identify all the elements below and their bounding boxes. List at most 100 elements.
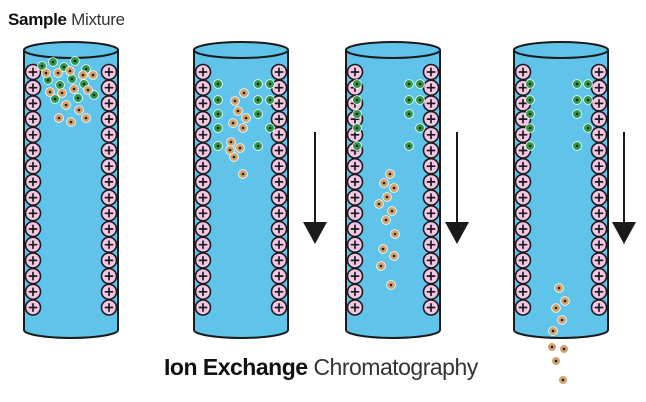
plus-bead-icon [422,189,440,206]
plus-bead-icon [422,236,440,253]
brown-ion-icon [226,137,236,147]
plus-bead-icon [270,299,288,316]
ion-exchange-word: Ion Exchange [164,354,308,380]
green-ion-icon [404,95,414,105]
green-ion-icon [253,109,263,119]
plus-bead-icon [514,252,532,269]
brown-ion-icon [557,315,567,325]
plus-bead-icon [270,142,288,159]
plus-bead-icon [346,236,364,253]
plus-bead-icon [100,236,118,253]
brown-ion-icon [389,183,399,193]
plus-bead-icon [346,189,364,206]
column-early-elution [193,41,289,339]
plus-bead-icon [100,126,118,144]
green-ion-icon [265,95,275,105]
green-ion-icon [525,109,535,119]
green-ion-icon [572,141,582,151]
brown-ion-icon [554,283,564,293]
plus-bead-icon [194,110,212,128]
green-ion-icon [50,94,60,104]
brown-ion-icon [387,206,397,216]
plus-bead-icon [194,173,212,191]
plus-bead-icon [194,205,212,222]
green-ion-icon [352,109,362,119]
plus-bead-icon [100,110,118,128]
brown-ion-icon [560,296,570,306]
plus-bead-icon [194,189,212,206]
brown-ion-icon [548,326,558,336]
plus-bead-icon [422,79,440,96]
sample-word: Sample [8,10,67,29]
brown-ion-icon [69,84,79,94]
plus-bead-icon [24,63,42,81]
brown-ion-icon [238,123,248,133]
plus-bead-icon [422,173,440,191]
green-ion-icon [253,141,263,151]
plus-bead-icon [194,126,212,144]
plus-bead-icon [24,252,42,269]
green-ion-icon [253,79,263,89]
plus-bead-icon [24,157,42,175]
green-ion-icon [525,123,535,133]
chromatography-word: Chromatography [313,354,478,380]
plus-bead-icon [194,157,212,175]
plus-bead-icon [422,95,440,112]
plus-bead-icon [346,220,364,238]
column-late-elution [513,41,609,385]
brown-ion-icon [378,244,388,254]
plus-bead-icon [590,126,608,144]
plus-bead-icon [24,267,42,285]
plus-bead-icon [270,283,288,301]
plus-bead-icon [346,252,364,269]
green-ion-icon [404,109,414,119]
brown-ion-icon [386,280,396,290]
column-sample-loading [23,41,119,339]
plus-bead-icon [100,95,118,112]
plus-bead-icon [422,205,440,222]
plus-bead-icon [100,205,118,222]
plus-bead-icon [590,267,608,285]
plus-bead-icon [590,299,608,316]
plus-bead-icon [590,189,608,206]
green-ion-icon [67,74,77,84]
brown-ion-icon [83,85,93,95]
down-arrow-icon [303,132,327,244]
green-ion-icon [265,79,275,89]
plus-bead-icon [100,142,118,159]
plus-bead-icon [100,189,118,206]
green-ion-icon [415,123,425,133]
plus-bead-icon [100,220,118,238]
plus-bead-icon [24,110,42,128]
plus-bead-icon [270,189,288,206]
brown-ion-icon [230,96,240,106]
plus-bead-icon [194,63,212,81]
plus-bead-icon [590,252,608,269]
plus-bead-icon [422,267,440,285]
plus-bead-icon [514,157,532,175]
brown-ion-icon [53,68,63,78]
plus-bead-icon [270,173,288,191]
plus-bead-icon [422,299,440,316]
plus-bead-icon [514,63,532,81]
plus-bead-icon [194,95,212,112]
plus-bead-icon [270,252,288,269]
plus-bead-icon [422,220,440,238]
plus-bead-icon [514,267,532,285]
plus-bead-icon [590,205,608,222]
plus-bead-icon [24,299,42,316]
plus-bead-icon [422,110,440,128]
green-ion-icon [213,95,223,105]
plus-bead-icon [422,283,440,301]
plus-bead-icon [270,157,288,175]
plus-bead-icon [514,205,532,222]
plus-bead-icon [514,173,532,191]
brown-ion-icon [374,199,384,209]
brown-ion-icon [239,88,249,98]
plus-bead-icon [514,189,532,206]
plus-bead-icon [24,79,42,96]
green-ion-icon [352,141,362,151]
plus-bead-icon [590,110,608,128]
plus-bead-icon [100,79,118,96]
